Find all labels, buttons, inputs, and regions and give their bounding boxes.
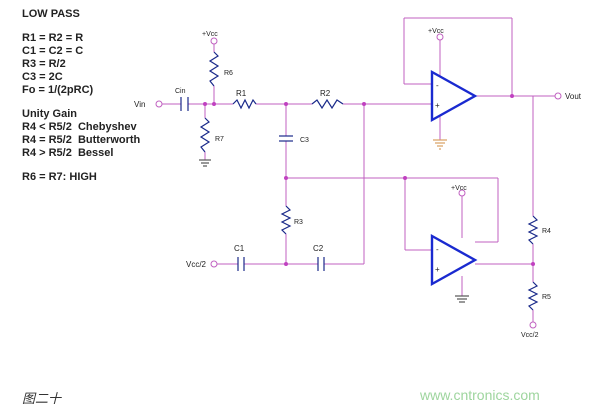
c1-label: C1 xyxy=(234,244,245,253)
u1-minus-pin: - xyxy=(436,81,439,90)
vcc2-left-terminal xyxy=(210,260,218,268)
gain-rule-3: R4 > R5/2 Bessel xyxy=(22,147,114,159)
vcc-r6-terminal xyxy=(210,37,218,45)
capacitors xyxy=(180,97,325,271)
gain-rule-2: R4 = R5/2 Butterworth xyxy=(22,134,141,146)
r3-label: R3 xyxy=(294,219,303,226)
u1-plus-pin: + xyxy=(435,101,440,110)
junctions xyxy=(203,94,535,266)
r2-label: R2 xyxy=(320,89,331,98)
r4-label: R4 xyxy=(542,228,551,235)
ground-icon xyxy=(433,139,447,150)
gain-rule-1: R4 < R5/2 Chebyshev xyxy=(22,121,137,133)
vcc2-right-terminal xyxy=(529,321,537,329)
figure-caption: 图二十 xyxy=(22,391,62,406)
r3-symbol xyxy=(280,205,292,235)
node-dot xyxy=(531,262,535,266)
op-amp-u2: - + xyxy=(430,233,478,287)
u2-plus-pin: + xyxy=(435,265,440,274)
ground-icon xyxy=(455,295,469,303)
design-eq-5: Fo = 1/(2pRC) xyxy=(22,84,94,96)
c2-label: C2 xyxy=(313,244,324,253)
node-dot xyxy=(510,94,514,98)
design-eq-2: C1 = C2 = C xyxy=(22,45,84,57)
gain-title: Unity Gain xyxy=(22,108,78,120)
node-dot xyxy=(284,262,288,266)
node-dot xyxy=(203,102,207,106)
r4-symbol xyxy=(527,215,539,245)
r5-label: R5 xyxy=(542,294,551,301)
node-dot xyxy=(212,102,216,106)
vcc-u1-terminal xyxy=(436,33,444,41)
node-dot xyxy=(284,176,288,180)
vcc-u2-terminal xyxy=(458,189,466,197)
vout-terminal xyxy=(554,92,562,100)
vin-terminal xyxy=(155,100,163,108)
design-eq-4: C3 = 2C xyxy=(22,71,63,83)
resistors xyxy=(199,51,539,311)
r6-symbol xyxy=(208,51,220,87)
op-amp-u1-body xyxy=(430,69,478,123)
c3-symbol xyxy=(279,135,293,142)
wires xyxy=(162,17,555,322)
vout-label: Vout xyxy=(565,92,582,101)
vin-label: Vin xyxy=(134,100,145,109)
r6-label: R6 xyxy=(224,70,233,77)
r1-label: R1 xyxy=(236,89,247,98)
notes-title: LOW PASS xyxy=(22,8,80,20)
u2-minus-pin: - xyxy=(436,245,439,254)
op-amp-u1: - + xyxy=(430,69,478,123)
r7-label: R7 xyxy=(215,136,224,143)
op-amp-u2-body xyxy=(430,233,478,287)
design-eq-1: R1 = R2 = R xyxy=(22,32,84,44)
cin-label: Cin xyxy=(175,88,186,95)
design-notes: LOW PASS R1 = R2 = R C1 = C2 = C R3 = R/… xyxy=(22,8,140,184)
component-labels: +Vcc +Vcc +Vcc Vin Vout Vcc/2 Vcc/2 Cin … xyxy=(134,28,582,339)
c2-symbol xyxy=(317,257,325,271)
terminals xyxy=(155,33,562,329)
ground-icon xyxy=(199,159,211,167)
c1-symbol xyxy=(237,257,245,271)
c3-label: C3 xyxy=(300,137,309,144)
node-dot xyxy=(403,176,407,180)
grounds xyxy=(199,139,469,303)
vcc-r6-label: +Vcc xyxy=(202,31,218,38)
node-dot xyxy=(284,102,288,106)
vcc-u1-label: +Vcc xyxy=(428,28,444,35)
design-eq-3: R3 = R/2 xyxy=(22,58,66,70)
node-dot xyxy=(362,102,366,106)
r5-symbol xyxy=(527,281,539,311)
resistor-rule: R6 = R7: HIGH xyxy=(22,171,97,183)
vcc2-left-label: Vcc/2 xyxy=(186,260,207,269)
r1-symbol xyxy=(232,98,257,110)
vcc-u2-label: +Vcc xyxy=(451,185,467,192)
watermark: www.cntronics.com xyxy=(420,387,540,403)
r7-symbol xyxy=(199,117,211,153)
cin-symbol xyxy=(180,97,189,111)
r2-symbol xyxy=(311,98,344,110)
vcc2-right-label: Vcc/2 xyxy=(521,332,539,339)
